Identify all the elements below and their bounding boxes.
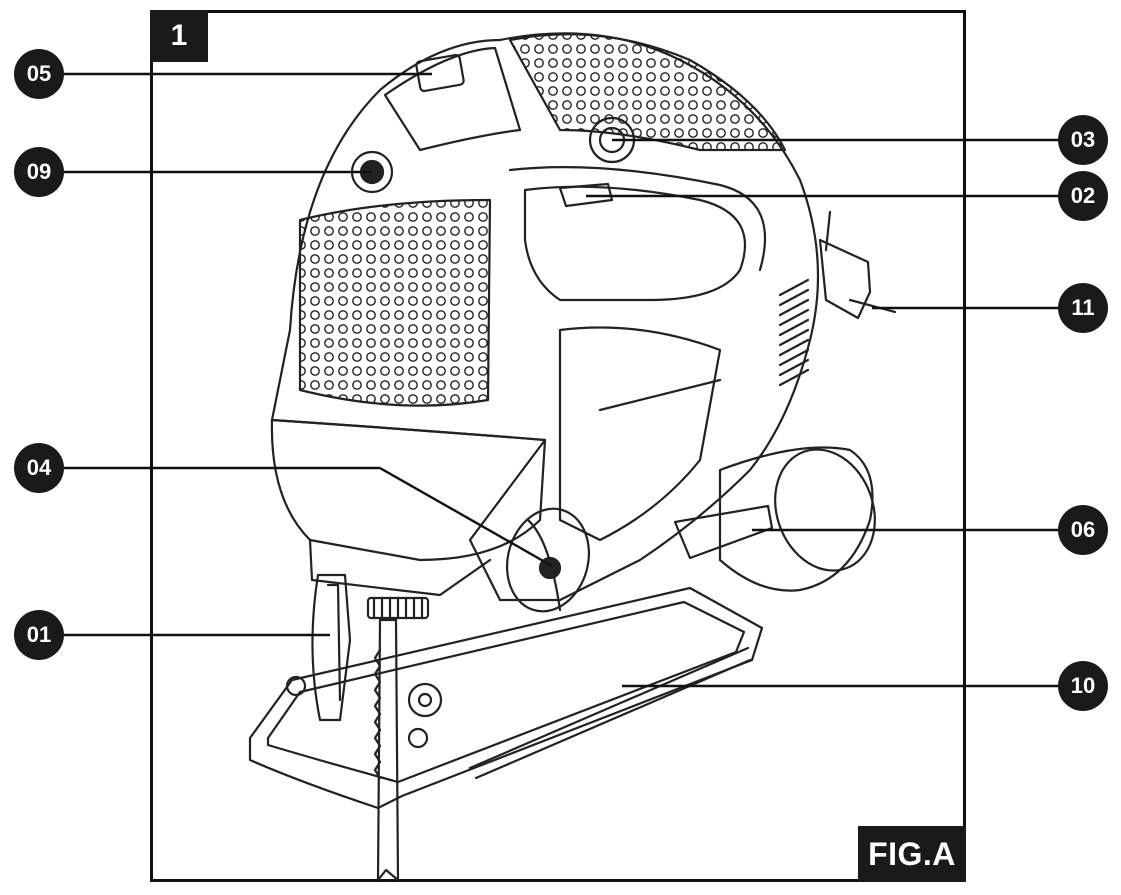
side-panel — [558, 326, 722, 542]
handle-opening — [523, 185, 747, 302]
bevel-lever — [673, 504, 774, 560]
figure-label-badge: FIG.A — [858, 826, 966, 882]
callout-05: 05 — [14, 49, 64, 99]
callout-01: 01 — [14, 610, 64, 660]
callout-09: 09 — [14, 147, 64, 197]
callout-03: 03 — [1058, 115, 1108, 165]
callout-06: 06 — [1058, 505, 1108, 555]
side-vents — [778, 278, 810, 387]
guide-roller — [407, 682, 443, 718]
callout-02: 02 — [1058, 171, 1108, 221]
rear-clamp — [818, 238, 872, 320]
base-plate-rail — [468, 646, 750, 770]
base-plate-outline — [248, 586, 764, 810]
knurled-wheel — [366, 596, 430, 620]
callout-04: 04 — [14, 443, 64, 493]
pendulum-knob — [505, 507, 591, 613]
blade-guard — [311, 573, 352, 722]
leader-04-diag — [379, 466, 553, 568]
front-vent-grille — [298, 198, 492, 407]
callout-11: 11 — [1058, 283, 1108, 333]
base-plate-inner — [266, 600, 746, 784]
top-vent-grille — [508, 33, 787, 152]
callout-10: 10 — [1058, 661, 1108, 711]
base-screw-right — [407, 727, 429, 749]
figure-number-badge: 1 — [150, 10, 208, 62]
top-panel — [383, 46, 522, 152]
speed-window — [415, 53, 465, 93]
saw-blade — [376, 618, 400, 882]
dust-extraction-port — [718, 446, 874, 592]
trigger — [558, 182, 614, 208]
figure-frame — [150, 10, 966, 882]
base-screw-left — [285, 675, 307, 697]
